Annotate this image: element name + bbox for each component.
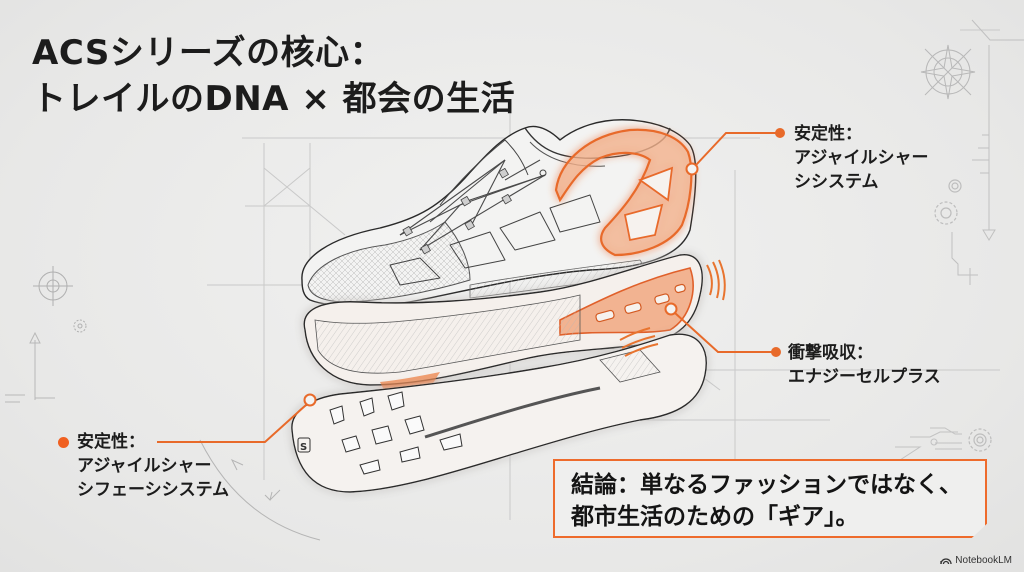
svg-text:S: S: [300, 442, 307, 453]
midsole-cushion: [303, 254, 703, 392]
notebooklm-watermark: NotebookLM: [940, 555, 1012, 566]
callout-line: アジャイルシャー: [794, 148, 929, 168]
slide-title: ACSシリーズの核心： トレイルのDNA × 都会の生活: [32, 30, 515, 122]
callout-line: アジャイルシャー: [77, 456, 212, 476]
compass-icon: [920, 44, 976, 100]
callout-heading: 安定性：: [794, 124, 862, 144]
callout-stability-lower: 安定性： アジャイルシャー シフェーシシステム: [58, 430, 230, 502]
callout-leaders: [157, 132, 777, 443]
heel-stabilizer: [554, 128, 693, 257]
conclusion-box: 結論：単なるファッションではなく、 都市生活のための「ギア」。: [553, 459, 987, 538]
callout-line: シフェーシシステム: [77, 480, 230, 500]
callout-line: エナジーセルプラス: [788, 367, 941, 387]
bullet-dot-icon: [58, 437, 69, 448]
gear-icon: [934, 179, 992, 452]
crosshair-icon: [33, 266, 87, 333]
callout-shock-absorption: 衝撃吸収： エナジーセルプラス: [788, 341, 941, 389]
title-line-2: トレイルのDNA × 都会の生活: [32, 79, 516, 119]
rotation-arc: [199, 439, 321, 541]
title-line-1: ACSシリーズの核心：: [32, 33, 385, 73]
callout-heading: 衝撃吸収：: [788, 343, 873, 363]
callout-stability-upper: 安定性： アジャイルシャー シシステム: [794, 122, 928, 194]
notebooklm-logo-icon: [940, 558, 952, 565]
callout-line: シシステム: [794, 172, 879, 192]
circuit-traces: [895, 427, 962, 461]
outsole-lugs: S: [291, 333, 707, 493]
conclusion-line-2: 都市生活のための「ギア」。: [571, 504, 859, 530]
shoe-upper: [301, 119, 697, 307]
vibration-marks: [619, 259, 726, 357]
circuit-lines: [951, 19, 1024, 285]
conclusion-line-1: 結論：単なるファッションではなく、: [571, 472, 962, 498]
watermark-label: NotebookLM: [955, 555, 1012, 566]
axis-arrow: [5, 331, 55, 403]
callout-heading: 安定性：: [77, 432, 145, 452]
